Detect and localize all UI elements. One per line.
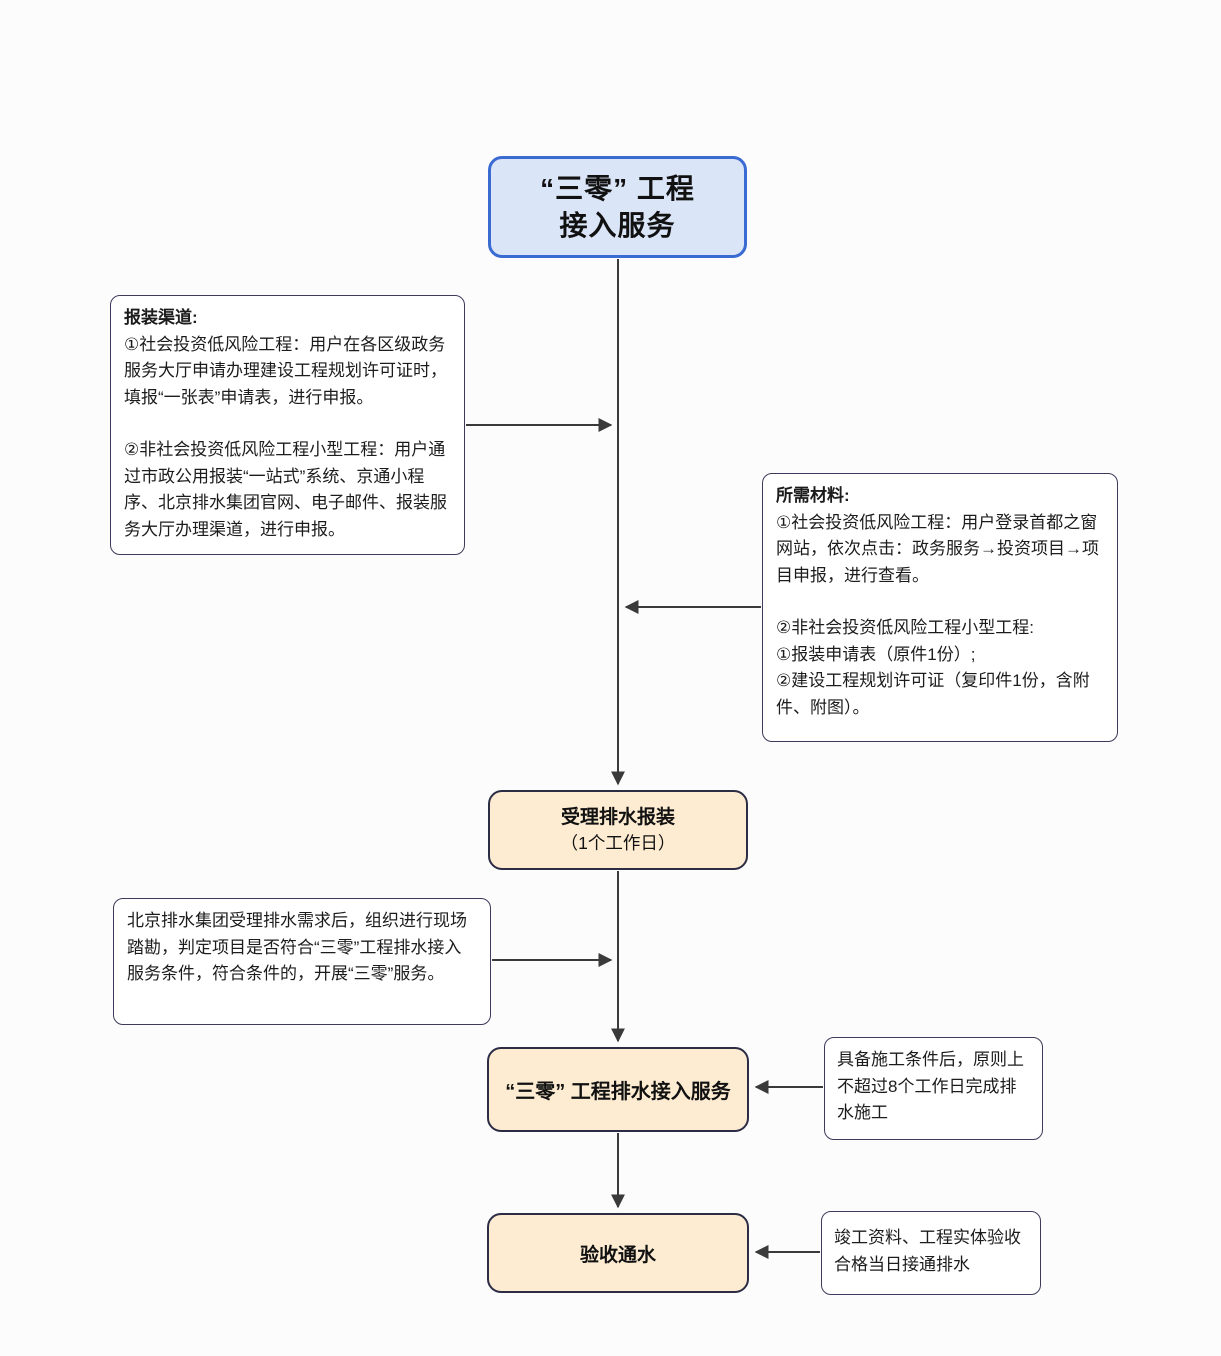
accept-stage-duration: （1个工作日） <box>560 832 676 853</box>
title-line-1: “三零” 工程 <box>540 173 695 204</box>
title-node: “三零” 工程 接入服务 <box>488 156 747 258</box>
construction-note-text: 具备施工条件后，原则上不超过8个工作日完成排水施工 <box>837 1050 1024 1122</box>
survey-note: 北京排水集团受理排水需求后，组织进行现场踏勘，判定项目是否符合“三零”工程排水接… <box>113 898 491 1025</box>
accept-stage-name: 受理排水报装 <box>560 806 675 828</box>
materials-note-para2-line1: ②非社会投资低风险工程小型工程: <box>776 618 1034 637</box>
channels-note-para1: ①社会投资低风险工程：用户在各区级政务服务大厅申请办理建设工程规划许可证时，填报… <box>124 334 447 407</box>
materials-note-title: 所需材料: <box>776 486 850 505</box>
completion-note: 竣工资料、工程实体验收合格当日接通排水 <box>821 1211 1041 1295</box>
construction-note: 具备施工条件后，原则上不超过8个工作日完成排水施工 <box>824 1037 1043 1140</box>
materials-note-para2-line2: ①报装申请表（原件1份）; <box>776 644 976 664</box>
materials-note: 所需材料: ①社会投资低风险工程：用户登录首都之窗网站，依次点击：政务服务→投资… <box>762 473 1118 742</box>
acceptance-stage-node: 验收通水 <box>487 1213 749 1293</box>
title-line-2: 接入服务 <box>559 210 676 241</box>
channels-note: 报装渠道: ①社会投资低风险工程：用户在各区级政务服务大厅申请办理建设工程规划许… <box>110 295 465 555</box>
materials-note-para1: ①社会投资低风险工程：用户登录首都之窗网站，依次点击：政务服务→投资项目→项目申… <box>776 512 1099 585</box>
acceptance-stage-name: 验收通水 <box>579 1244 656 1266</box>
survey-note-text: 北京排水集团受理排水需求后，组织进行现场踏勘，判定项目是否符合“三零”工程排水接… <box>127 911 467 983</box>
completion-note-text: 竣工资料、工程实体验收合格当日接通排水 <box>834 1228 1021 1274</box>
service-stage-node: “三零” 工程排水接入服务 <box>487 1047 749 1132</box>
channels-note-title: 报装渠道: <box>124 308 198 327</box>
accept-stage-node: 受理排水报装 （1个工作日） <box>488 790 748 870</box>
channels-note-para2: ②非社会投资低风险工程小型工程：用户通过市政公用报装“一站式”系统、京通小程序、… <box>124 440 447 539</box>
materials-note-para2-line3: ②建设工程规划许可证（复印件1份，含附件、附图）。 <box>776 671 1090 717</box>
service-stage-name: “三零” 工程排水接入服务 <box>505 1081 731 1103</box>
